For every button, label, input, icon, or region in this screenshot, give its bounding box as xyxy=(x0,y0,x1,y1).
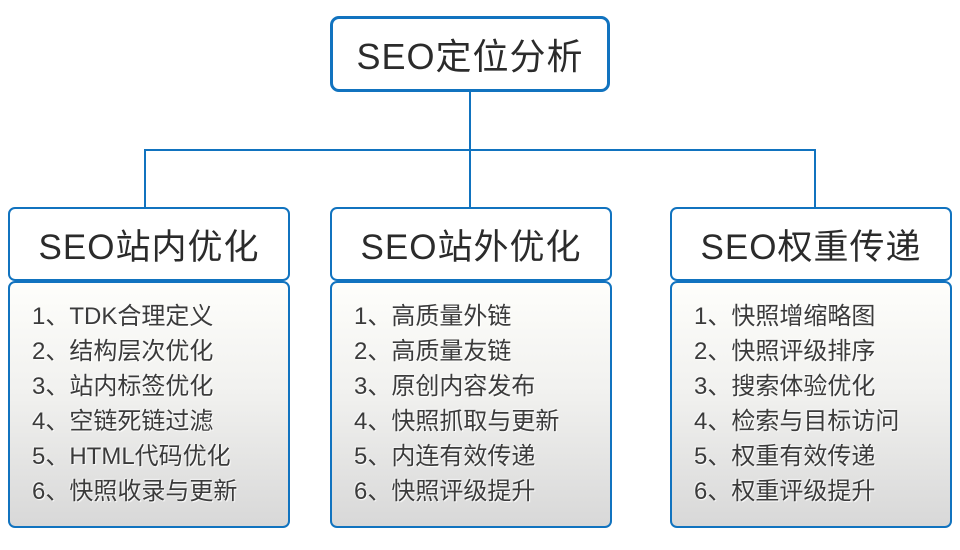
column-offsite-title: SEO站外优化 xyxy=(360,227,582,267)
list-item: 4、检索与目标访问 xyxy=(694,408,900,435)
column-offsite-list: 1、高质量外链 2、高质量友链 3、原创内容发布 4、快照抓取与更新 5、内连有… xyxy=(330,281,612,528)
column-onsite-list: 1、TDK合理定义 2、结构层次优化 3、站内标签优化 4、空链死链过滤 5、H… xyxy=(8,281,290,528)
connector-right-drop-line xyxy=(814,150,816,208)
column-weight-header: SEO权重传递 xyxy=(670,207,952,281)
list-item: 3、原创内容发布 xyxy=(354,373,536,400)
list-item: 1、快照增缩略图 xyxy=(694,303,876,330)
list-item: 5、权重有效传递 xyxy=(694,443,876,470)
list-item: 6、快照评级提升 xyxy=(354,478,536,505)
column-onsite-title: SEO站内优化 xyxy=(38,227,260,267)
list-item: 4、空链死链过滤 xyxy=(32,408,214,435)
column-weight-transfer: SEO权重传递 1、快照增缩略图 2、快照评级排序 3、搜索体验优化 4、检索与… xyxy=(670,207,952,528)
root-node-label: SEO定位分析 xyxy=(356,36,584,77)
list-item: 2、高质量友链 xyxy=(354,338,512,365)
list-item: 4、快照抓取与更新 xyxy=(354,408,560,435)
list-item: 1、高质量外链 xyxy=(354,303,512,330)
list-item: 3、搜索体验优化 xyxy=(694,373,876,400)
column-weight-list: 1、快照增缩略图 2、快照评级排序 3、搜索体验优化 4、检索与目标访问 5、权… xyxy=(670,281,952,528)
column-onsite-optimization: SEO站内优化 1、TDK合理定义 2、结构层次优化 3、站内标签优化 4、空链… xyxy=(8,207,290,528)
connector-root-drop-line xyxy=(469,92,471,150)
connector-horizontal-line xyxy=(144,149,816,151)
list-item: 1、TDK合理定义 xyxy=(32,303,214,330)
list-item: 6、权重评级提升 xyxy=(694,478,876,505)
column-weight-title: SEO权重传递 xyxy=(700,227,922,267)
list-item: 5、内连有效传递 xyxy=(354,443,536,470)
list-item: 6、快照收录与更新 xyxy=(32,478,238,505)
column-offsite-header: SEO站外优化 xyxy=(330,207,612,281)
root-node-seo-positioning-analysis: SEO定位分析 xyxy=(330,16,610,92)
connector-left-drop-line xyxy=(144,150,146,208)
list-item: 5、HTML代码优化 xyxy=(32,443,231,470)
column-onsite-header: SEO站内优化 xyxy=(8,207,290,281)
list-item: 3、站内标签优化 xyxy=(32,373,214,400)
list-item: 2、快照评级排序 xyxy=(694,338,876,365)
column-offsite-optimization: SEO站外优化 1、高质量外链 2、高质量友链 3、原创内容发布 4、快照抓取与… xyxy=(330,207,612,528)
list-item: 2、结构层次优化 xyxy=(32,338,214,365)
connector-middle-drop-line xyxy=(469,150,471,208)
